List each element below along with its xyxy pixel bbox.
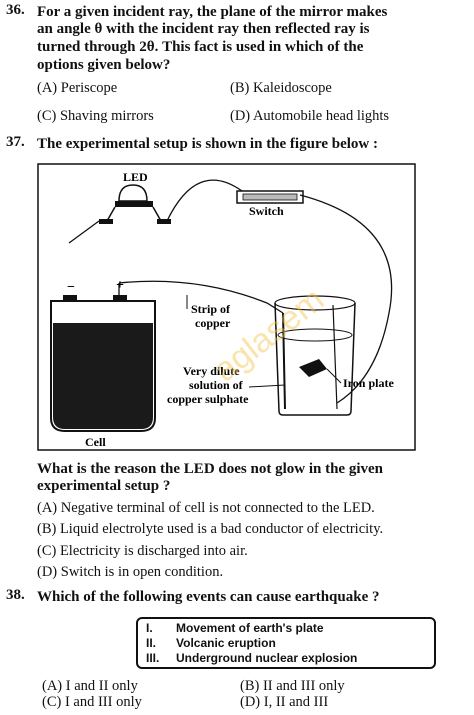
strip-label-line1: Strip of — [191, 302, 231, 316]
question-37-number: 37. — [6, 134, 25, 150]
list-item-roman: I. — [146, 621, 153, 635]
events-list-item-1: I. Movement of earth's plate — [146, 621, 324, 635]
q37-option-d: (D) Switch is in open condition. — [37, 564, 224, 580]
solution-label-line3: copper sulphate — [167, 392, 249, 406]
cell-label: Cell — [85, 435, 106, 449]
led-label: LED — [123, 170, 148, 184]
q37-question-line1: What is the reason the LED does not glow… — [37, 461, 383, 477]
plus-terminal-label: + — [116, 278, 124, 293]
wire-positive-strip — [118, 280, 284, 314]
iron-plate-label: Iron plate — [343, 376, 394, 390]
list-item-text: Underground nuclear explosion — [176, 651, 358, 665]
solution-pointer — [248, 384, 286, 388]
question-36-text-line4: options given below? — [37, 57, 171, 73]
led-symbol — [99, 184, 171, 224]
list-item-roman: II. — [146, 636, 157, 650]
minus-terminal-label: − — [67, 280, 75, 295]
events-list-item-3: III. Underground nuclear explosion — [146, 651, 357, 665]
q37-option-b: (B) Liquid electrolyte used is a bad con… — [37, 521, 384, 537]
list-item-text: Volcanic eruption — [176, 636, 276, 650]
experimental-setup-figure: LED Switch − + Cell Strip of copper Very… — [37, 163, 416, 451]
q36-option-b: (B) Kaleidoscope — [230, 80, 332, 96]
question-36-text-line3: turned through 2θ. This fact is used in … — [37, 39, 364, 55]
question-38-text: Which of the following events can cause … — [37, 589, 380, 605]
question-37-text: The experimental setup is shown in the f… — [37, 136, 378, 152]
q38-option-c: (C) I and III only — [42, 694, 142, 710]
question-36-text-line2: an angle θ with the incident ray then re… — [37, 21, 370, 37]
beaker-symbol — [274, 295, 356, 416]
q36-option-c: (C) Shaving mirrors — [37, 108, 154, 124]
wire-switch-beaker — [299, 194, 393, 404]
list-item-text: Movement of earth's plate — [176, 621, 324, 635]
wire-open-end — [68, 220, 100, 244]
q38-option-d: (D) I, II and III — [240, 694, 329, 710]
switch-symbol — [236, 190, 304, 204]
events-list-item-2: II. Volcanic eruption — [146, 636, 276, 650]
question-38-number: 38. — [6, 587, 25, 603]
iron-pointer — [326, 368, 342, 384]
question-36-text-line1: For a given incident ray, the plane of t… — [37, 4, 388, 20]
events-list-box: I. Movement of earth's plate II. Volcanic … — [136, 617, 436, 669]
q37-option-c: (C) Electricity is discharged into air. — [37, 543, 248, 559]
solution-label-line2: solution of — [189, 378, 244, 392]
q37-question-line2: experimental setup ? — [37, 478, 171, 494]
q38-option-a: (A) I and II only — [42, 678, 138, 694]
switch-label: Switch — [249, 204, 284, 218]
question-36-number: 36. — [6, 2, 25, 18]
q37-option-a: (A) Negative terminal of cell is not con… — [37, 500, 375, 516]
q38-option-b: (B) II and III only — [240, 678, 345, 694]
q36-option-a: (A) Periscope — [37, 80, 118, 96]
strip-label-line2: copper — [195, 316, 231, 330]
list-item-roman: III. — [146, 651, 160, 665]
figure-frame — [37, 163, 416, 451]
solution-label-line1: Very dilute — [183, 364, 240, 378]
q36-option-d: (D) Automobile head lights — [230, 108, 390, 124]
wire-led-switch — [166, 179, 243, 222]
cell-symbol — [50, 295, 156, 432]
